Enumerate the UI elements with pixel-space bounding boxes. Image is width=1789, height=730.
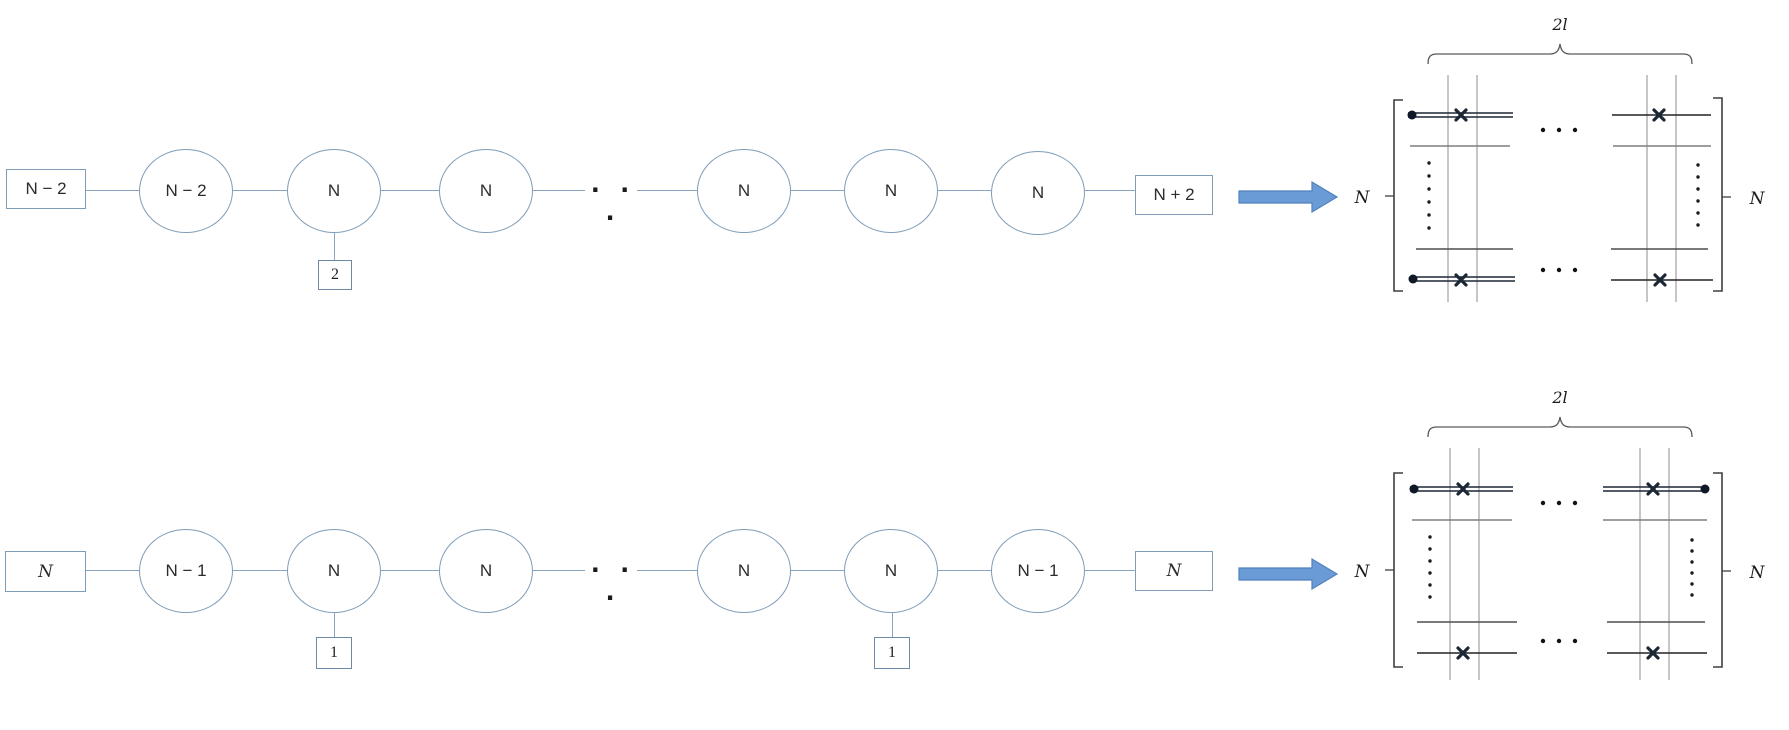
pendant-edge: [892, 613, 893, 637]
gauge-node: N: [697, 149, 791, 233]
edge: [938, 190, 991, 191]
height-label-left: N: [1354, 562, 1371, 582]
vertical-ellipsis-left: [1427, 161, 1431, 230]
right-bracket: [1713, 97, 1723, 292]
height-label-right: N: [1749, 189, 1766, 209]
brane-row-4: [1408, 273, 1713, 287]
arrow-shape: [1238, 180, 1339, 214]
vertical-ellipsis-right: [1690, 538, 1694, 597]
edge: [86, 570, 139, 571]
edge: [381, 570, 439, 571]
pendant-flavor-node: 2: [318, 260, 352, 290]
x-marker: [1456, 482, 1470, 496]
chain-ellipsis: · · ·: [590, 556, 636, 612]
endpoint-dot: [1407, 110, 1417, 120]
x-marker: [1456, 646, 1470, 660]
height-label-right: N: [1749, 563, 1766, 583]
x-marker: [1652, 108, 1666, 122]
x-marker: [1454, 108, 1468, 122]
left-bracket: [1393, 472, 1403, 668]
edge: [86, 190, 139, 191]
width-label: 2l: [1551, 15, 1567, 34]
vertical-ellipsis-left: [1428, 535, 1432, 599]
gauge-node: N: [439, 149, 533, 233]
brane-row-1: [1407, 108, 1711, 122]
left-bracket: [1393, 99, 1403, 292]
edge: [1085, 570, 1135, 571]
x-marker: [1646, 646, 1660, 660]
flavor-node-right: N + 2: [1135, 175, 1213, 215]
vertical-ellipsis-right: [1696, 163, 1700, 227]
row-ellipsis: [1540, 127, 1578, 133]
ns5-vertical-lines: [1449, 448, 1670, 680]
endpoint-dot: [1408, 274, 1418, 284]
maps-to-arrow: [1238, 557, 1339, 591]
gauge-node: N: [439, 529, 533, 613]
x-marker: [1653, 273, 1667, 287]
flavor-node-left: N − 2: [6, 169, 86, 209]
width-label: 2l: [1551, 388, 1567, 407]
row-ellipsis: [1540, 500, 1578, 506]
pendant-edge: [334, 233, 335, 260]
arrow-shape: [1238, 557, 1339, 591]
right-bracket: [1713, 472, 1723, 668]
endpoint-dot: [1409, 484, 1419, 494]
over-brace: [1427, 416, 1693, 438]
edge: [791, 570, 844, 571]
chain-ellipsis: · · ·: [590, 176, 636, 232]
edge: [533, 570, 585, 571]
pendant-flavor-node: 1: [874, 637, 910, 669]
edge: [533, 190, 585, 191]
brane-row-1: [1409, 482, 1710, 496]
height-label-left: N: [1354, 188, 1371, 208]
edge: [233, 190, 287, 191]
row-ellipsis: [1540, 638, 1578, 644]
edge: [381, 190, 439, 191]
gauge-node: N: [697, 529, 791, 613]
gauge-node: N − 1: [991, 529, 1085, 613]
x-marker: [1454, 273, 1468, 287]
flavor-node-left: N: [5, 551, 86, 592]
gauge-node: N: [844, 529, 938, 613]
gauge-node: N: [844, 149, 938, 233]
edge: [233, 570, 287, 571]
top-brane-matrix: 2l N N: [1354, 15, 1766, 302]
gauge-node: N: [991, 151, 1085, 235]
edge: [637, 190, 697, 191]
gauge-node: N: [287, 529, 381, 613]
brane-row-4: [1417, 646, 1707, 660]
edge: [1085, 190, 1135, 191]
ns5-vertical-lines: [1447, 75, 1677, 302]
maps-to-arrow: [1238, 180, 1339, 214]
pendant-flavor-node: 1: [316, 637, 352, 669]
gauge-node: N: [287, 149, 381, 233]
edge: [938, 570, 991, 571]
edge: [637, 570, 697, 571]
edge: [791, 190, 844, 191]
over-brace: [1427, 43, 1693, 65]
gauge-node: N − 1: [139, 529, 233, 613]
endpoint-dot: [1700, 484, 1710, 494]
flavor-node-right: N: [1135, 551, 1213, 591]
x-marker: [1646, 482, 1660, 496]
row-ellipsis: [1540, 267, 1578, 273]
bottom-brane-matrix: 2l N N: [1354, 388, 1766, 680]
pendant-edge: [334, 613, 335, 637]
gauge-node: N − 2: [139, 149, 233, 233]
